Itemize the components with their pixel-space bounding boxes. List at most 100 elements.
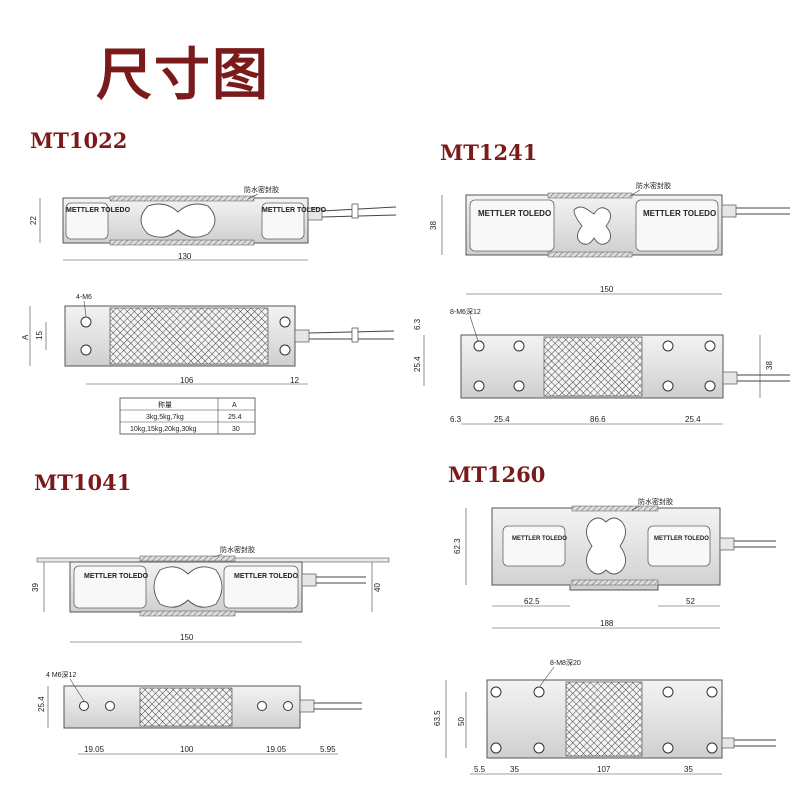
dim-end: 12 (290, 376, 299, 385)
seal-label: 防水密封胶 (220, 545, 255, 554)
dim-edge: 5.5 (474, 765, 486, 774)
table-cell: 30 (232, 426, 240, 433)
mount-hole (80, 344, 92, 356)
mount-hole (283, 701, 293, 711)
brand-label: METTLER TOLEDO (643, 209, 716, 218)
dim-spacing: 35 (510, 765, 519, 774)
mt1041-bottom-view: 4 M6深12 25.4 19.05 100 19.05 5.95 (37, 670, 362, 755)
dim-width: 25.4 (37, 696, 46, 712)
mt1260-bottom-view: 8-M8深20 63.5 50 5.5 35 107 35 (433, 658, 776, 775)
cable-gland (307, 207, 323, 221)
mt1241-bottom-view: 8-M6深12 6.3 25.4 38 6.3 25.4 86.6 25.4 (413, 307, 790, 425)
seal-strip (547, 192, 633, 199)
dim-mid: 107 (597, 765, 611, 774)
brand-label: METTLER TOLEDO (262, 207, 327, 214)
seal-strip (109, 195, 255, 202)
mt1022-capacity-table: 称量 A 3kg,5kg,7kg 25.4 10kg,15kg,20kg,30k… (119, 397, 256, 435)
dim-spacing2: 25.4 (685, 415, 701, 424)
dim-width: 15 (35, 331, 44, 340)
mount-hole (80, 316, 92, 328)
brand-label: METTLER TOLEDO (654, 536, 709, 542)
brand-label: METTLER TOLEDO (66, 207, 131, 214)
dim-spacing: 25.4 (494, 415, 510, 424)
mount-hole (79, 701, 89, 711)
seal-strip (139, 610, 236, 617)
mount-hole (662, 380, 674, 392)
brand-label: METTLER TOLEDO (234, 573, 299, 580)
dim-height: 62.3 (453, 538, 462, 554)
mount-hole (473, 340, 485, 352)
dim-edge-v: 6.3 (413, 318, 422, 330)
brand-label: METTLER TOLEDO (512, 536, 567, 542)
dim-width: 38 (765, 361, 774, 370)
mount-hole (662, 742, 674, 754)
mount-hole (105, 701, 115, 711)
seal-strip (571, 579, 659, 586)
dim-end: 5.95 (320, 745, 336, 754)
seal-label: 防水密封胶 (636, 181, 671, 190)
seal-label: 防水密封胶 (244, 185, 279, 194)
dim-a: A (21, 334, 30, 340)
mount-hole (662, 686, 674, 698)
mt1022-bottom-view: 4-M6 A 15 106 12 (21, 294, 395, 385)
mount-hole (279, 344, 291, 356)
brand-label: METTLER TOLEDO (84, 573, 149, 580)
mesh-area (543, 336, 643, 397)
seal-label: 防水密封胶 (638, 497, 673, 506)
bending-beam-cutout (586, 517, 626, 575)
mount-hole (490, 686, 502, 698)
dim-inner-v: 25.4 (413, 356, 422, 372)
table-cell: 10kg,15kg,20kg,30kg (130, 426, 197, 433)
model-label-mt1022: MT1022 (30, 128, 128, 153)
model-label-mt1241: MT1241 (440, 140, 538, 165)
seal-strip (109, 239, 255, 246)
table-cell: 3kg,5kg,7kg (146, 414, 184, 421)
mount-hole (704, 380, 716, 392)
mount-hole (279, 316, 291, 328)
dim-mid: 86.6 (590, 415, 606, 424)
mount-hole (513, 340, 525, 352)
mount-hole (513, 380, 525, 392)
dim-inner-v: 50 (457, 717, 466, 726)
mount-hole (473, 380, 485, 392)
mount-hole (706, 742, 718, 754)
bending-beam-cutout (140, 203, 216, 238)
dim-right: 19.05 (266, 745, 287, 754)
mount-hole (533, 686, 545, 698)
table-cell: 25.4 (228, 414, 242, 421)
mount-hole (662, 340, 674, 352)
dim-height: 22 (29, 216, 38, 225)
mount-hole (490, 742, 502, 754)
dim-mid: 100 (180, 745, 194, 754)
mount-hole (533, 742, 545, 754)
mt1022-top-view: METTLER TOLEDO METTLER TOLEDO 防水密封胶 22 1… (29, 185, 397, 261)
dim-height: 38 (429, 221, 438, 230)
dim-edge: 6.3 (450, 415, 462, 424)
mount-hole (257, 701, 267, 711)
seal-strip (571, 505, 659, 512)
mt1260-top-view: METTLER TOLEDO METTLER TOLEDO 防水密封胶 62.3… (453, 497, 776, 629)
mount-hole (704, 340, 716, 352)
seal-strip (547, 251, 633, 258)
dim-height-2: 40 (373, 583, 382, 592)
seal-strip (139, 555, 236, 562)
dim-left: 19.05 (84, 745, 105, 754)
hole-label: 8-M8深20 (550, 658, 581, 667)
mesh-area (139, 687, 233, 727)
mt1241-top-view: METTLER TOLEDO METTLER TOLEDO 防水密封胶 38 1… (429, 181, 790, 295)
dim-length: 130 (178, 252, 192, 261)
dim-length: 150 (180, 633, 194, 642)
hole-label: 4-M6 (76, 294, 92, 301)
page-title: 尺寸图 (96, 43, 270, 108)
dim-length: 150 (600, 285, 614, 294)
bending-beam-cutout (573, 206, 611, 245)
hole-label: 4 M6深12 (46, 670, 76, 679)
mount-hole (706, 686, 718, 698)
hole-label: 8-M6深12 (450, 307, 481, 316)
mesh-area (109, 307, 269, 365)
model-label-mt1041: MT1041 (34, 470, 132, 495)
bending-beam-cutout (153, 566, 223, 608)
mt1041-top-view: METTLER TOLEDO METTLER TOLEDO 防水密封胶 39 4… (31, 545, 390, 643)
table-header: A (232, 402, 237, 409)
